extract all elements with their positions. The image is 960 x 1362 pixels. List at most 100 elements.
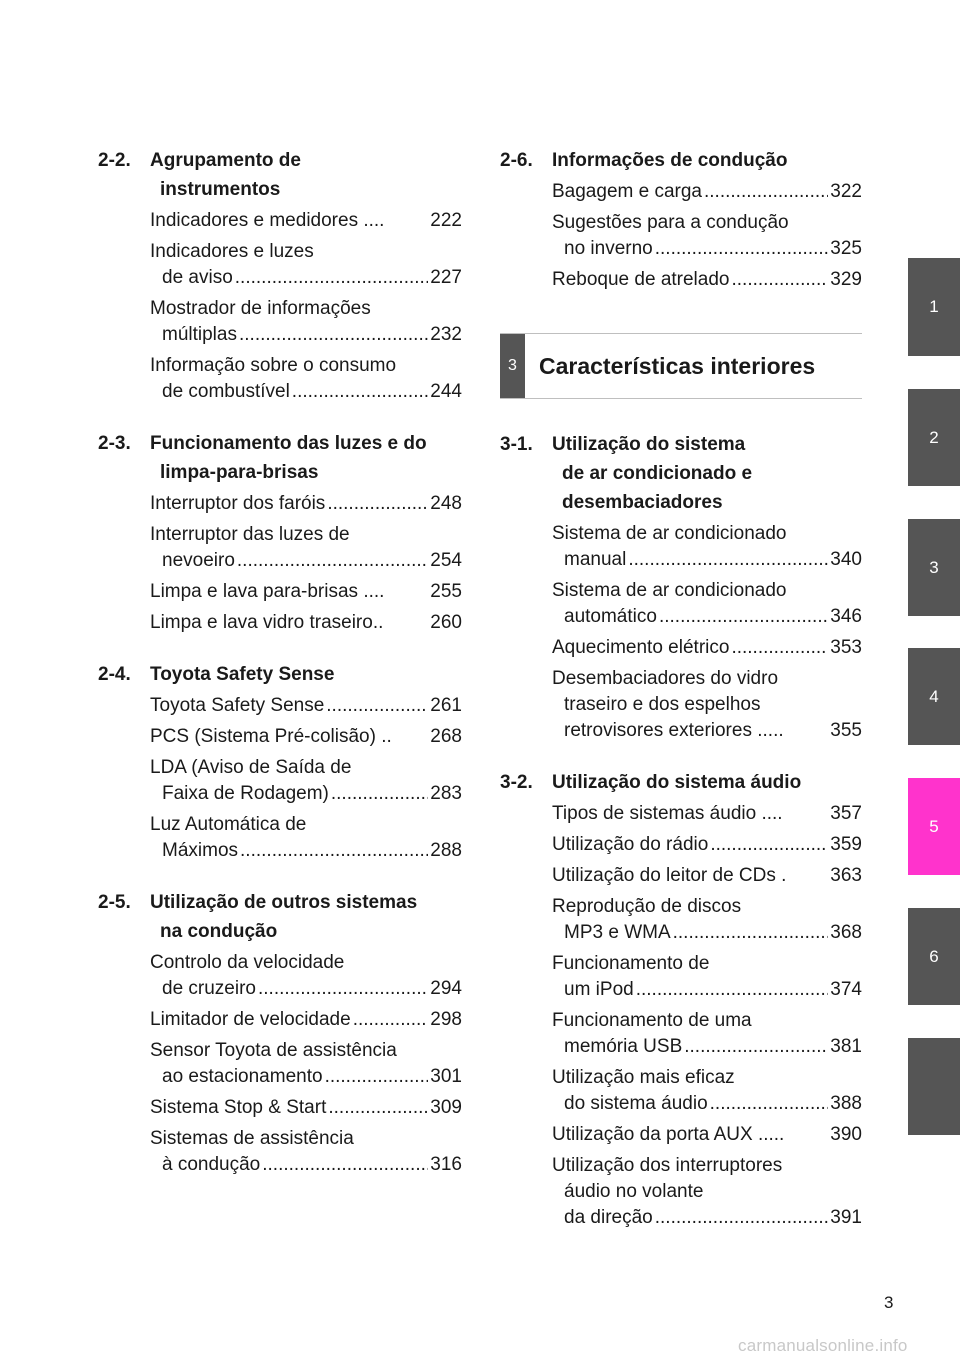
toc-entry[interactable]: Interruptor dos faróis248 [98,491,462,517]
dot-leader [704,179,828,205]
toc-entry[interactable]: Sistema Stop & Start309 [98,1095,462,1121]
toc-entry[interactable]: Mostrador de informaçõesmúltiplas232 [98,296,462,348]
entry-line: Limitador de velocidade 298 [150,1007,462,1033]
entry-line: memória USB381 [552,1034,862,1060]
dot-leader [673,920,829,946]
dot-leader [684,1034,828,1060]
toc-entry[interactable]: Bagagem e carga322 [500,179,862,205]
entry-page: 340 [830,549,862,570]
chapter-number-box: 3 [500,334,525,398]
section-number: 2-5. [98,892,131,913]
toc-entry[interactable]: Luz Automática deMáximos288 [98,812,462,864]
toc-entry[interactable]: Reboque de atrelado329 [500,267,862,293]
entry-page: 298 [430,1009,462,1030]
toc-entry[interactable]: Aquecimento elétrico353 [500,635,862,661]
toc-entry[interactable]: Toyota Safety Sense261 [98,693,462,719]
section-number: 2-6. [500,150,533,171]
section-title-line: Agrupamento de [150,150,301,171]
chapter-tab-1[interactable]: 1 [908,258,960,356]
entry-page: 248 [430,493,462,514]
entry-line: no inverno325 [552,236,862,262]
toc-entry[interactable]: Sistema de ar condicionado manual 340 [500,521,862,573]
toc-entry[interactable]: Limitador de velocidade 298 [98,1007,462,1033]
dot-leader [353,1007,429,1033]
entry-line: Bagagem e carga322 [552,179,862,205]
dot-leader [628,547,828,573]
entry-text: Faixa de Rodagem) [162,783,329,804]
toc-entry[interactable]: Utilização do leitor de CDs .363 [500,863,862,889]
entry-page: 301 [430,1066,462,1087]
entry-line: Faixa de Rodagem)283 [150,781,462,807]
entry-text: Sistema de ar condicionado [552,523,787,544]
toc-entry[interactable]: Limpa e lava vidro traseiro..260 [98,610,462,636]
entry-text: Luz Automática de [150,814,307,835]
section-number: 3-2. [500,772,533,793]
entry-line: Interruptor dos faróis248 [150,491,462,517]
entry-line: ao estacionamento 301 [150,1064,462,1090]
chapter-tab-5[interactable]: 5 [908,778,960,875]
toc-entry[interactable]: Limpa e lava para-brisas ....255 [98,579,462,605]
entry-page: 244 [430,381,462,402]
entry-text: do sistema áudio [564,1093,708,1114]
entry-text: de cruzeiro [162,978,256,999]
entry-line: Sensor Toyota de assistência [150,1038,462,1064]
entry-page: 359 [830,834,862,855]
entry-text: Limitador de velocidade [150,1009,351,1030]
toc-entry[interactable]: Indicadores e medidores ....222 [98,208,462,234]
section-heading[interactable]: 3-2.Utilização do sistema áudio [500,768,862,797]
toc-entry[interactable]: PCS (Sistema Pré-colisão) ..268 [98,724,462,750]
entry-line: Sugestões para a condução [552,210,862,236]
entry-text: LDA (Aviso de Saída de [150,757,352,778]
chapter-tab-2[interactable]: 2 [908,389,960,486]
dot-leader [328,1095,428,1121]
chapter-tab-index[interactable] [908,1038,960,1135]
chapter-tab-4[interactable]: 4 [908,648,960,745]
entry-text: à condução [162,1154,261,1175]
dot-leader [655,1205,829,1231]
dot-leader [292,379,429,405]
toc-entry[interactable]: Utilização da porta AUX .....390 [500,1122,862,1148]
toc-entry[interactable]: Interruptor das luzes denevoeiro254 [98,522,462,574]
chapter-banner[interactable]: 3 Características interiores [500,333,862,399]
entry-line: Indicadores e luzes [150,239,462,265]
toc-entry[interactable]: Sensor Toyota de assistência ao estaciona… [98,1038,462,1090]
dot-leader [239,322,428,348]
toc-entry[interactable]: Sistema de ar condicionadoautomático346 [500,578,862,630]
toc-entry[interactable]: LDA (Aviso de Saída de Faixa de Rodagem)2… [98,755,462,807]
section-heading[interactable]: 2-6.Informações de condução [500,146,862,175]
section-number: 2-2. [98,150,131,171]
entry-text: memória USB [564,1036,683,1057]
entry-line: Funcionamento de uma [552,1008,862,1034]
entry-text: Sistemas de assistência [150,1128,354,1149]
entry-text: ao estacionamento [162,1066,323,1087]
chapter-tab-6[interactable]: 6 [908,908,960,1005]
toc-entry[interactable]: Tipos de sistemas áudio ....357 [500,801,862,827]
section-heading[interactable]: 2-4.Toyota Safety Sense [98,660,462,689]
toc-entry[interactable]: Utilização do rádio359 [500,832,862,858]
section-title-line: limpa-para-brisas [160,462,319,483]
entry-text: Reboque de atrelado [552,269,730,290]
entry-text: Sensor Toyota de assistência [150,1040,397,1061]
entry-text: manual [564,549,627,570]
chapter-tab-3[interactable]: 3 [908,519,960,616]
